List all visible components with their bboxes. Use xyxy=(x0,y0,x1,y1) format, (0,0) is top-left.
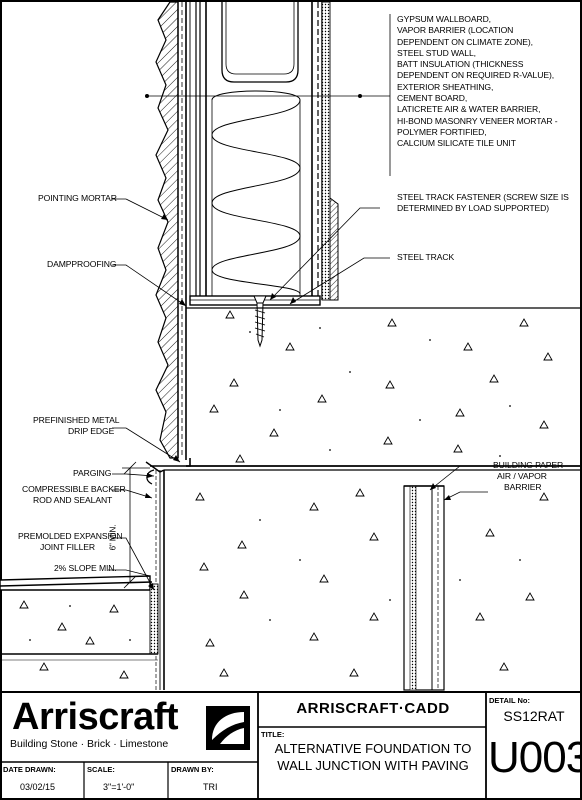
drawing-title: ALTERNATIVE FOUNDATION TO WALL JUNCTION … xyxy=(262,740,484,774)
scale-label: SCALE: xyxy=(87,765,115,774)
paper-note-line: BUILDING PAPER xyxy=(493,460,564,470)
drip-note-line: DRIP EDGE xyxy=(68,426,115,436)
concrete-dots xyxy=(29,327,521,641)
joint-filler-note: PREMOLDED EXPANSION JOINT FILLER xyxy=(18,531,123,553)
wall-note-line: GYPSUM WALLBOARD, xyxy=(397,14,491,24)
drawn-by-value: TRI xyxy=(203,782,218,792)
dimension-label: 6" MIN. xyxy=(108,524,118,551)
brand-name: Arriscraft xyxy=(12,696,179,738)
dimension-line xyxy=(122,461,150,589)
date-label: DATE DRAWN: xyxy=(3,765,56,774)
wall-note-line: CALCIUM SILICATE TILE UNIT xyxy=(397,138,516,149)
slope-note: 2% SLOPE MIN. xyxy=(54,563,117,573)
concrete-slab xyxy=(186,307,580,467)
title-label: TITLE: xyxy=(261,730,285,739)
wall-note-line: VAPOR BARRIER (LOCATION xyxy=(397,25,514,36)
brand-tagline: Building Stone · Brick · Limestone xyxy=(10,738,169,750)
title-block-grid xyxy=(0,691,582,800)
wall-note-line: LATICRETE AIR & WATER BARRIER, xyxy=(397,104,541,115)
backer-note-line: ROD AND SEALANT xyxy=(33,495,113,505)
wall-note-line: BATT INSULATION (THICKNESS xyxy=(397,59,524,70)
detail-code: SS12RAT xyxy=(503,708,565,724)
wall-assembly-note: GYPSUM WALLBOARD, VAPOR BARRIER (LOCATIO… xyxy=(397,14,558,150)
filler-note-line: PREMOLDED EXPANSION xyxy=(18,531,123,541)
wall-note-line: EXTERIOR SHEATHING, xyxy=(397,81,494,92)
drawn-by-label: DRAWN BY: xyxy=(171,765,214,774)
fastener-note: STEEL TRACK FASTENER (SCREW SIZE IS DETE… xyxy=(397,192,569,214)
scale-value: 3"=1'-0" xyxy=(103,782,135,792)
fastener-screw xyxy=(253,295,267,348)
drawing-title-line: ALTERNATIVE FOUNDATION TO xyxy=(274,741,472,756)
company-name: ARRISCRAFT·CADD xyxy=(296,700,450,717)
building-paper-note: BUILDING PAPER AIR / VAPOR BARRIER xyxy=(493,460,563,493)
date-value: 03/02/15 xyxy=(20,782,56,792)
detail-number: U003 xyxy=(488,733,582,782)
wall-note-line: DEPENDENT ON CLIMATE ZONE), xyxy=(397,36,533,47)
detail-label: DETAIL No: xyxy=(489,696,530,705)
arriscraft-logo-icon xyxy=(206,706,250,750)
drawing-title-line: WALL JUNCTION WITH PAVING xyxy=(277,758,469,773)
drip-note-line: PREFINISHED METAL xyxy=(33,415,120,425)
paper-note-line: BARRIER xyxy=(504,482,542,492)
fastener-note-line: DETERMINED BY LOAD SUPPORTED) xyxy=(397,203,549,213)
filler-note-line: JOINT FILLER xyxy=(40,542,95,552)
dampproofing-note: DAMPPROOFING xyxy=(47,259,117,269)
fastener-note-line: STEEL TRACK FASTENER (SCREW SIZE IS xyxy=(397,192,569,202)
paper-note-line: AIR / VAPOR xyxy=(497,471,547,481)
pointing-mortar-note: POINTING MORTAR xyxy=(38,193,117,203)
wall-note-line: STEEL STUD WALL, xyxy=(397,47,476,58)
wall-note-line: HI-BOND MASONRY VENEER MORTAR - xyxy=(397,115,558,126)
wall-assembly xyxy=(145,1,362,460)
backer-rod-note: COMPRESSIBLE BACKER ROD AND SEALANT xyxy=(22,484,126,506)
wall-note-line: CEMENT BOARD, xyxy=(397,93,468,104)
concrete-aggregate xyxy=(19,310,553,679)
parging-note: PARGING xyxy=(73,468,112,478)
drip-edge-note: PREFINISHED METAL DRIP EDGE xyxy=(33,415,120,437)
leader-arrows xyxy=(145,214,451,590)
steel-track-note: STEEL TRACK xyxy=(397,252,455,262)
wall-note-line: POLYMER FORTIFIED, xyxy=(397,126,487,137)
paving-slab xyxy=(0,575,159,661)
backer-note-line: COMPRESSIBLE BACKER xyxy=(22,484,126,494)
wall-note-line: DEPENDENT ON REQUIRED R-VALUE), xyxy=(397,70,555,81)
